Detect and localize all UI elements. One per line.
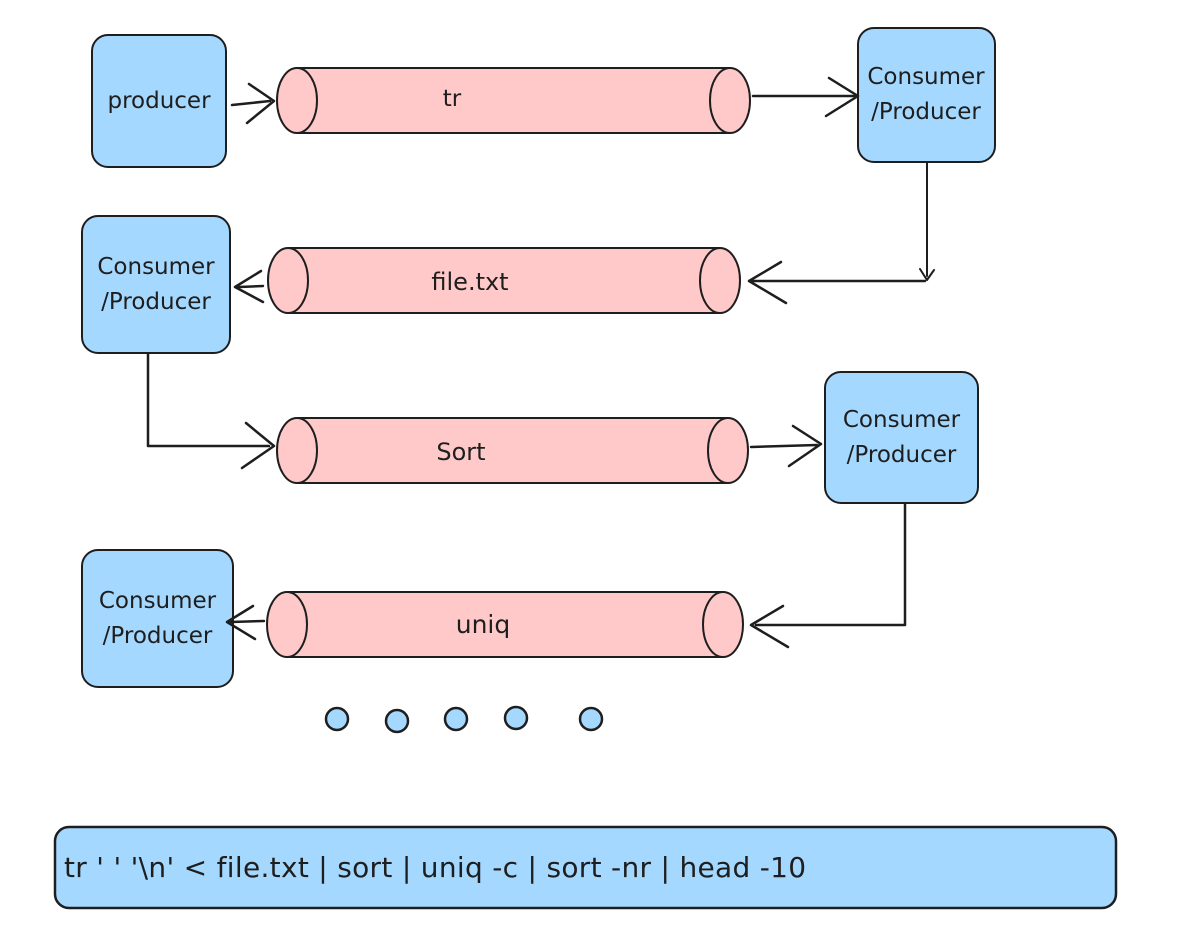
consumer-producer-3-box — [824, 371, 979, 504]
producer-box — [91, 34, 227, 168]
consumer-producer-2-box — [81, 215, 231, 354]
ellipsis-dot — [384, 708, 410, 734]
pipe-file-shape — [267, 247, 741, 314]
arrow-uniq-to-consumer4 — [225, 604, 266, 641]
arrow-producer-to-tr — [230, 82, 276, 125]
pipe-uniq-shape — [266, 591, 744, 658]
ellipsis-dot — [503, 705, 529, 731]
ellipsis-dot — [578, 706, 604, 732]
consumer-producer-4-box — [81, 549, 234, 688]
arrow-consumer2-to-sort — [146, 352, 276, 470]
consumer-producer-1-box — [857, 27, 996, 163]
arrow-file-to-consumer2 — [233, 269, 265, 304]
arrow-sort-to-consumer3 — [749, 424, 823, 468]
pipe-tr-shape — [276, 67, 751, 134]
command-text: tr ' ' '\n' < file.txt | sort | uniq -c … — [64, 851, 807, 884]
ellipsis-dot — [324, 706, 350, 732]
pipe-sort-shape — [276, 417, 749, 484]
ellipsis-dots — [324, 705, 604, 734]
arrow-consumer3-to-uniq — [749, 502, 907, 649]
ellipsis-dot — [443, 706, 469, 732]
arrow-consumer1-down — [919, 162, 935, 281]
arrow-tr-to-consumer1 — [751, 76, 860, 118]
command-banner-box — [53, 825, 1118, 910]
arrow-consumer1-to-file — [747, 260, 927, 305]
